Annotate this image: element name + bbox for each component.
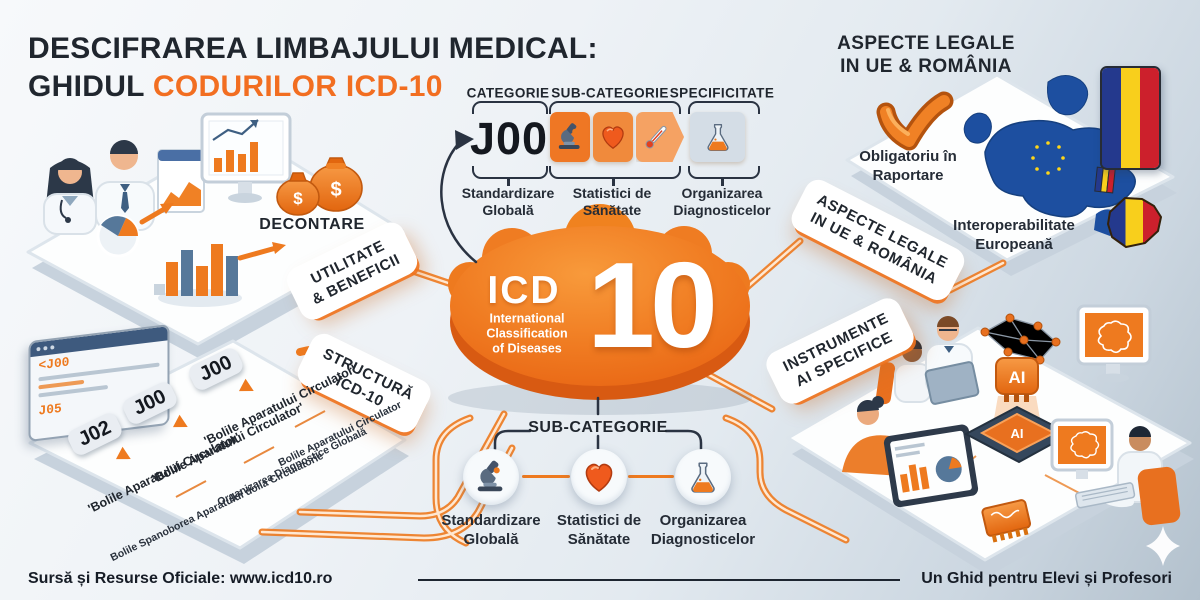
subcategory-heading: SUB-CATEGORIE: [528, 419, 668, 436]
bracket: [688, 166, 760, 179]
microscope-icon: [550, 112, 590, 162]
pie-chart-illustration: [96, 214, 140, 258]
romania-flag: [1100, 66, 1161, 170]
ai-people-illustration: [842, 316, 1181, 526]
code-j00: J00: [469, 113, 549, 164]
column-label-specificitate: SPECIFICITATE: [669, 85, 775, 101]
icd10-disc: [448, 204, 752, 415]
footer-source: Sursă și Resurse Oficiale: www.icd10.ro: [28, 570, 333, 587]
footer-credit: Un Ghid pentru Elevi și Profesori: [921, 570, 1172, 587]
bracket: [472, 101, 548, 114]
icd-label: ICD: [487, 269, 561, 312]
column-label-subcategorie: SUB-CATEGORIE: [551, 85, 669, 101]
bar-chart-3d-illustration: [154, 244, 242, 307]
footer-divider: [418, 579, 900, 581]
dark-connectors: [440, 140, 703, 454]
brain-monitor-icon: [1076, 304, 1152, 383]
checkmark-icon: [876, 91, 954, 151]
eu-map: [963, 75, 1136, 236]
doctors-illustration: [43, 140, 155, 235]
title-line-1: DESCIFRAREA LIMBAJULUI MEDICAL:: [28, 32, 598, 65]
money-bags-illustration: $ $: [276, 157, 363, 216]
flask-icon: [675, 449, 731, 505]
thermometer-icon: [636, 112, 684, 162]
svg-text:AI: AI: [1011, 426, 1024, 441]
bracket: [549, 166, 681, 179]
romania-flag-small-icon: [1094, 166, 1116, 194]
bracket: [688, 101, 760, 114]
dollar-glyph: $: [330, 179, 341, 201]
title-line-2: GHIDUL CODURILOR ICD-10: [28, 70, 443, 103]
heart-icon: [593, 112, 633, 162]
tablet-illustration: [883, 424, 979, 508]
column-label-categorie: CATEGORIE: [466, 85, 550, 101]
microscope-icon: [463, 449, 519, 505]
flow-arrows: [139, 203, 286, 261]
monitor-chart-illustration: [157, 112, 292, 213]
subcategory-tiles: [550, 112, 684, 162]
arrow-to-code-icon: [455, 130, 474, 150]
neural-network-icon: [980, 313, 1061, 365]
footer-source-site: www.icd10.ro: [229, 570, 333, 587]
dollar-glyph: $: [293, 189, 303, 208]
heart-icon: [571, 449, 627, 505]
ten-label: 10: [587, 237, 718, 373]
page-title: DESCIFRAREA LIMBAJULUI MEDICAL: GHIDUL C…: [28, 30, 598, 106]
title-highlight: CODURILOR ICD-10: [152, 70, 443, 103]
svg-text:AI: AI: [1009, 368, 1026, 387]
decontare-label: DECONTARE: [259, 216, 365, 233]
romania-map-icon: [1107, 197, 1162, 248]
bracket: [549, 101, 681, 114]
flask-icon: [690, 112, 745, 162]
bracket: [472, 166, 548, 179]
sparkle-icon: [1146, 526, 1180, 566]
microchip-icon: [981, 499, 1032, 543]
keyboard-illustration: [1074, 482, 1136, 509]
brain-monitor-icon: [1050, 418, 1114, 479]
